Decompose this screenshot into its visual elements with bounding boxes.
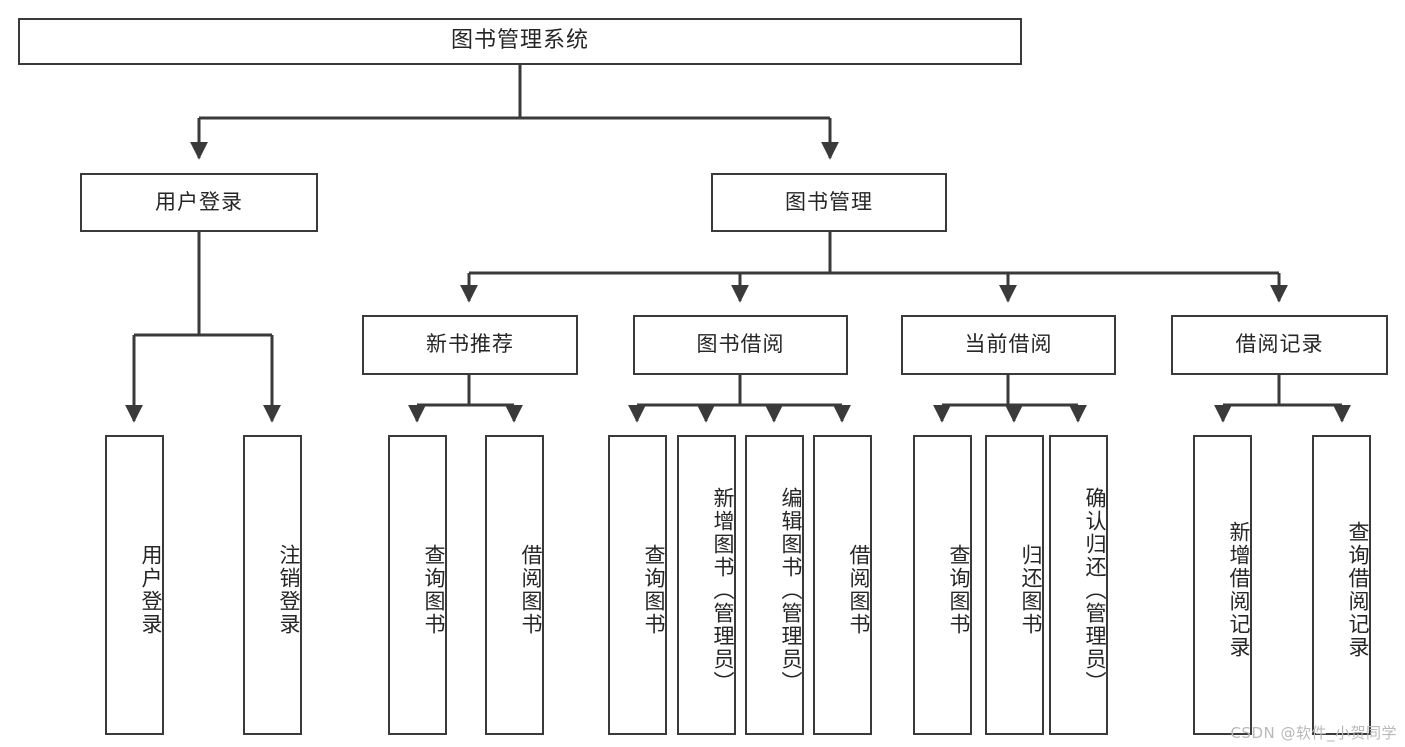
- node-label: 用户登录: [139, 544, 163, 636]
- leaf-record-query-record[interactable]: 查询借阅记录: [1312, 435, 1371, 735]
- node-label: 新增借阅记录: [1227, 521, 1251, 659]
- leaf-user-login[interactable]: 用户登录: [105, 435, 164, 735]
- csdn-watermark: CSDN @软件_小贺同学: [1230, 724, 1397, 742]
- leaf-recommend-query-book[interactable]: 查询图书: [388, 435, 447, 735]
- node-label: 归还图书: [1019, 544, 1043, 636]
- leaf-borrow-add-book-admin[interactable]: 新增图书（管理员）: [677, 435, 736, 735]
- leaf-current-return-book[interactable]: 归还图书: [985, 435, 1044, 735]
- leaf-current-query-book[interactable]: 查询图书: [913, 435, 972, 735]
- node-label: 查询图书: [642, 544, 666, 636]
- node-label: 借阅图书: [847, 544, 871, 636]
- node-label: 图书借阅: [696, 332, 785, 357]
- node-label: 用户登录: [155, 189, 243, 214]
- leaf-borrow-borrow-book[interactable]: 借阅图书: [813, 435, 872, 735]
- node-label: 图书管理系统: [450, 28, 589, 54]
- node-label: 借阅图书: [519, 544, 543, 636]
- leaf-recommend-borrow-book[interactable]: 借阅图书: [485, 435, 544, 735]
- node-book-borrow[interactable]: 图书借阅: [633, 315, 848, 375]
- node-label: 图书管理: [785, 189, 873, 214]
- node-label: 新增图书（管理员）: [711, 486, 735, 694]
- leaf-user-logout[interactable]: 注销登录: [243, 435, 302, 735]
- leaf-borrow-query-book[interactable]: 查询图书: [608, 435, 667, 735]
- node-label: 查询图书: [422, 544, 446, 636]
- node-borrow-record[interactable]: 借阅记录: [1171, 315, 1388, 375]
- node-label: 确认归还（管理员）: [1083, 486, 1107, 694]
- node-user-login[interactable]: 用户登录: [80, 173, 318, 232]
- node-root-system[interactable]: 图书管理系统: [18, 18, 1022, 65]
- node-new-book-recommend[interactable]: 新书推荐: [362, 315, 578, 375]
- leaf-current-confirm-return-admin[interactable]: 确认归还（管理员）: [1049, 435, 1108, 735]
- node-label: 新书推荐: [426, 332, 514, 357]
- node-label: 查询图书: [947, 544, 971, 636]
- node-label: 注销登录: [277, 544, 301, 636]
- node-label: 编辑图书（管理员）: [779, 486, 803, 694]
- node-label: 当前借阅: [964, 332, 1053, 357]
- node-label: 查询借阅记录: [1346, 521, 1370, 659]
- node-book-management[interactable]: 图书管理: [711, 173, 947, 232]
- leaf-record-add-record[interactable]: 新增借阅记录: [1193, 435, 1252, 735]
- leaf-borrow-edit-book-admin[interactable]: 编辑图书（管理员）: [745, 435, 804, 735]
- node-current-borrow[interactable]: 当前借阅: [901, 315, 1116, 375]
- node-label: 借阅记录: [1235, 332, 1324, 357]
